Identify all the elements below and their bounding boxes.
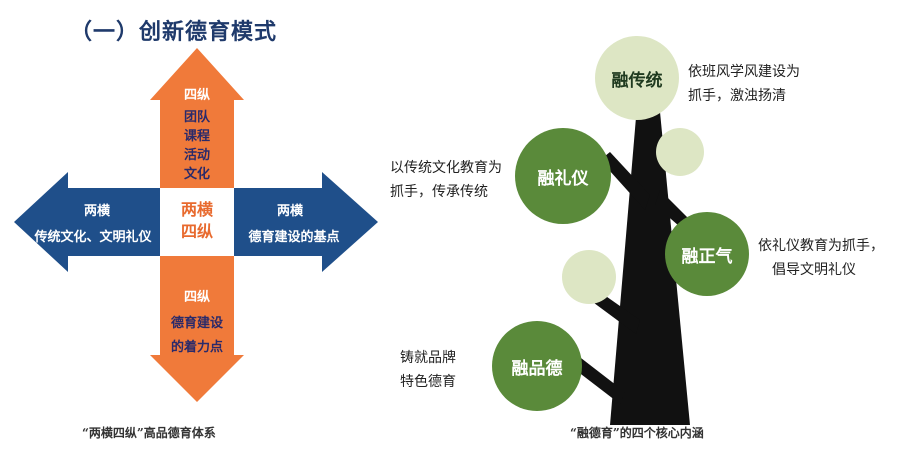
right-arrow — [234, 172, 378, 272]
center-box — [163, 190, 231, 254]
desc-morality: 铸就品牌 特色德育 — [400, 350, 456, 390]
down-arrow — [150, 256, 244, 402]
page-title: （一）创新德育模式 — [70, 20, 278, 45]
circle-uprightness — [665, 212, 749, 296]
circle-label-etiquette: 融礼仪 — [537, 169, 589, 189]
desc-uprightness: 依礼仪教育为抓手， 倡导文明礼仪 — [758, 238, 884, 278]
desc-tradition: 依班风学风建设为 抓手，激浊扬清 — [688, 64, 800, 104]
down-arrow-text: 德育建设 的着力点 — [170, 316, 223, 355]
tree-trunk — [610, 70, 690, 425]
circle-small-mid — [562, 250, 616, 304]
circle-label-morality: 融品德 — [511, 359, 563, 379]
branch-1 — [600, 152, 650, 210]
left-arrow — [14, 172, 160, 272]
left-arrow-heading: 两横 — [83, 204, 110, 219]
right-arrow-heading: 两横 — [276, 204, 303, 219]
circle-label-tradition: 融传统 — [611, 71, 663, 91]
center-label: 两横 四纵 — [180, 200, 213, 241]
circle-small-top — [656, 128, 704, 176]
circle-etiquette — [515, 128, 611, 224]
circle-tradition — [595, 36, 679, 120]
left-arrow-text: 传统文化、文明礼仪 — [34, 230, 152, 245]
circle-label-uprightness: 融正气 — [681, 247, 733, 267]
right-caption: “融德育”的四个核心内涵 — [570, 426, 704, 440]
desc-etiquette: 以传统文化教育为 抓手，传承传统 — [390, 160, 502, 200]
branch-3 — [590, 292, 640, 334]
up-arrow-text: 团队 课程 活动 文化 — [183, 110, 210, 182]
up-arrow-heading: 四纵 — [183, 88, 210, 103]
circle-morality — [492, 321, 582, 411]
right-arrow-text: 德育建设的基点 — [248, 230, 340, 245]
down-arrow-heading: 四纵 — [183, 290, 210, 305]
up-arrow — [150, 48, 244, 188]
left-caption: “两横四纵”高品德育体系 — [82, 426, 216, 440]
